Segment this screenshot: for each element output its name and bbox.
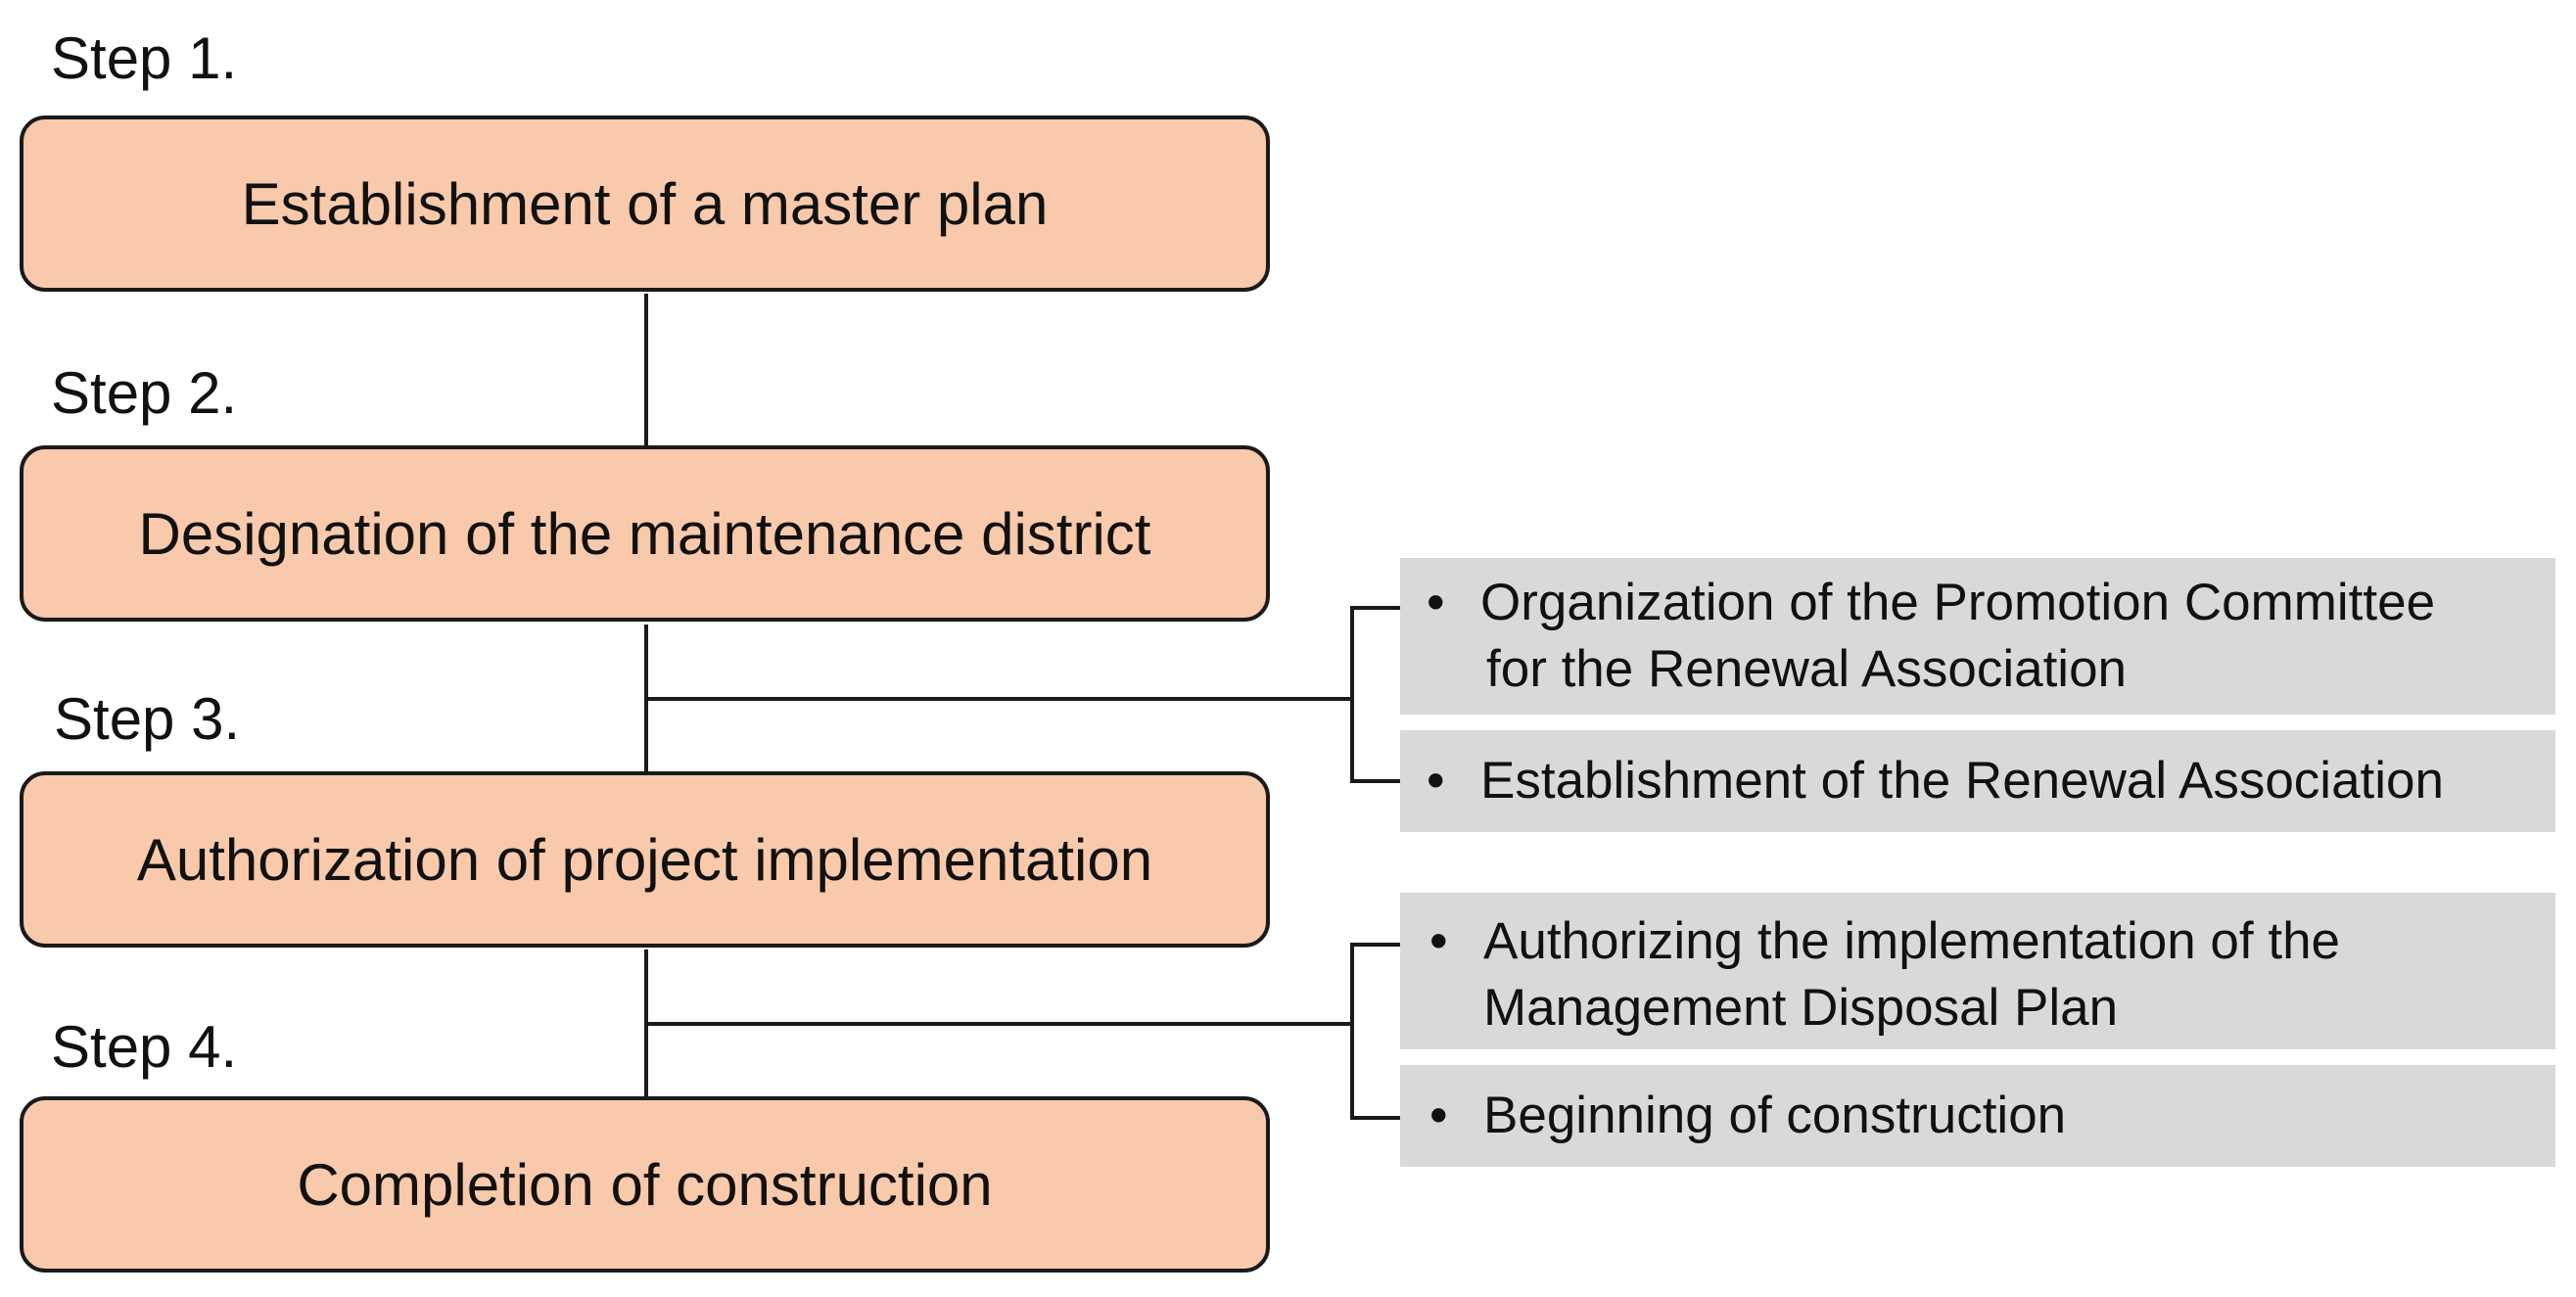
- step-4-label: Step 4.: [51, 1014, 238, 1080]
- note-4-box: • Beginning of construction: [1400, 1065, 2555, 1167]
- step-1-box: Establishment of a master plan: [20, 116, 1270, 292]
- step-3-box: Authorization of project implementation: [20, 771, 1270, 948]
- note-3-box: • Authorizing the implementation of the …: [1400, 893, 2555, 1049]
- step-1-label: Step 1.: [51, 25, 238, 91]
- branch-bracket-2: [1350, 943, 1400, 1120]
- note-3-line-2: Management Disposal Plan: [1483, 979, 2119, 1037]
- note-3-line-1: Authorizing the implementation of the: [1483, 912, 2341, 970]
- note-4-line-1: Beginning of construction: [1483, 1087, 2067, 1144]
- note-1-line-2: for the Renewal Association: [1486, 640, 2128, 698]
- branch-bracket-1: [1350, 606, 1400, 783]
- note-1-bullet: •: [1427, 574, 1445, 631]
- note-2-bullet: •: [1427, 752, 1445, 810]
- step-2-box: Designation of the maintenance district: [20, 445, 1270, 622]
- note-2-box: • Establishment of the Renewal Associati…: [1400, 730, 2555, 832]
- step-4-box: Completion of construction: [20, 1096, 1270, 1273]
- step-2-label: Step 2.: [51, 360, 238, 426]
- step-3-label: Step 3.: [54, 686, 241, 752]
- note-4-bullet: •: [1429, 1087, 1448, 1144]
- note-1-line-1: Organization of the Promotion Committee: [1480, 574, 2436, 631]
- note-2-line-1: Establishment of the Renewal Association: [1480, 752, 2444, 810]
- note-1-box: • Organization of the Promotion Committe…: [1400, 558, 2555, 715]
- note-3-bullet: •: [1429, 912, 1448, 970]
